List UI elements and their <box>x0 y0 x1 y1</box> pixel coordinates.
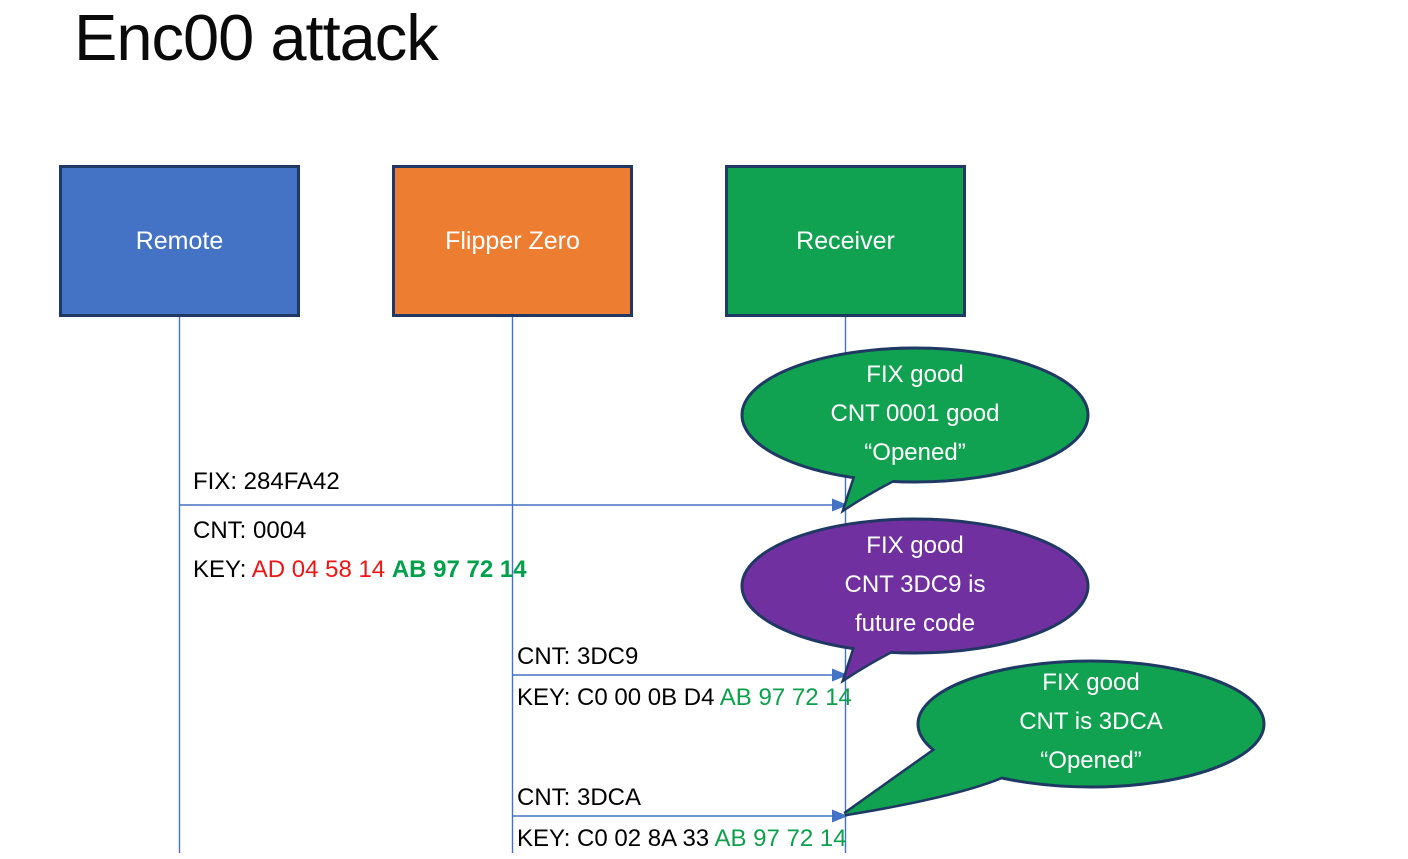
message-1-key-red-part: AD 04 58 14 <box>251 556 392 583</box>
bubble-2-line-2: CNT 3DC9 is <box>844 571 986 598</box>
speech-bubble-2-body <box>740 517 1090 655</box>
message-2-cnt-label: CNT: 3DC9 <box>517 642 638 672</box>
bubble-1-line-2: CNT 0001 good <box>830 400 1000 427</box>
message-3-key-prefix: KEY: C0 02 8A 33 <box>517 825 715 852</box>
actor-box-remote: Remote <box>59 165 300 317</box>
message-2-key-green-part: AB 97 72 14 <box>719 684 852 711</box>
message-2-key-prefix: KEY: C0 00 0B D4 <box>517 684 720 711</box>
message-1-fix-label: FIX: 284FA42 <box>193 467 340 497</box>
actor-label-flipper-zero: Flipper Zero <box>445 226 580 255</box>
message-1-key-green-part: AB 97 72 14 <box>391 556 527 583</box>
actor-label-receiver: Receiver <box>796 226 895 255</box>
speech-bubble-2-tail-join <box>845 620 918 678</box>
page-title: Enc00 attack <box>74 1 439 74</box>
bubble-3-line-3: “Opened” <box>1040 747 1142 774</box>
actor-box-receiver: Receiver <box>725 165 966 317</box>
speech-bubble-3-tail-join <box>845 738 1018 814</box>
speech-bubble-1-tail-join <box>845 450 918 508</box>
bubble-1-line-1: FIX good <box>866 361 964 388</box>
speech-bubble-3-body <box>916 659 1266 789</box>
speech-bubble-3-text: FIX good CNT is 3DCA “Opened” <box>918 663 1264 780</box>
bubble-2-line-3: future code <box>854 610 976 637</box>
arrowhead-2 <box>832 668 848 682</box>
actor-box-flipper-zero: Flipper Zero <box>392 165 633 317</box>
message-3-cnt-label: CNT: 3DCA <box>517 783 641 813</box>
message-3-key-label: KEY: C0 02 8A 33 AB 97 72 14 <box>517 824 847 854</box>
message-2-key-label: KEY: C0 00 0B D4 AB 97 72 14 <box>517 683 852 713</box>
bubble-2-line-1: FIX good <box>866 532 964 559</box>
arrowhead-3 <box>832 809 848 823</box>
message-2-cnt-value: CNT: 3DC9 <box>517 643 639 670</box>
arrowhead-1 <box>832 498 848 512</box>
message-3-cnt-value: CNT: 3DCA <box>517 784 642 811</box>
speech-bubble-1-body <box>740 346 1090 484</box>
speech-bubble-2-text: FIX good CNT 3DC9 is future code <box>742 526 1088 643</box>
bubble-1-line-3: “Opened” <box>864 439 966 466</box>
message-1-key-label: KEY: AD 04 58 14 AB 97 72 14 <box>193 555 527 585</box>
message-1-cnt-value: CNT: 0004 <box>193 517 307 544</box>
message-3-key-green-part: AB 97 72 14 <box>714 825 847 852</box>
message-1-cnt-label: CNT: 0004 <box>193 516 306 546</box>
bubble-3-line-1: FIX good <box>1042 669 1140 696</box>
speech-bubble-1-text: FIX good CNT 0001 good “Opened” <box>742 355 1088 472</box>
message-1-key-prefix: KEY: <box>193 556 252 583</box>
message-1-fix-value: FIX: 284FA42 <box>193 468 340 495</box>
actor-label-remote: Remote <box>135 226 224 255</box>
bubble-3-line-2: CNT is 3DCA <box>1019 708 1163 735</box>
